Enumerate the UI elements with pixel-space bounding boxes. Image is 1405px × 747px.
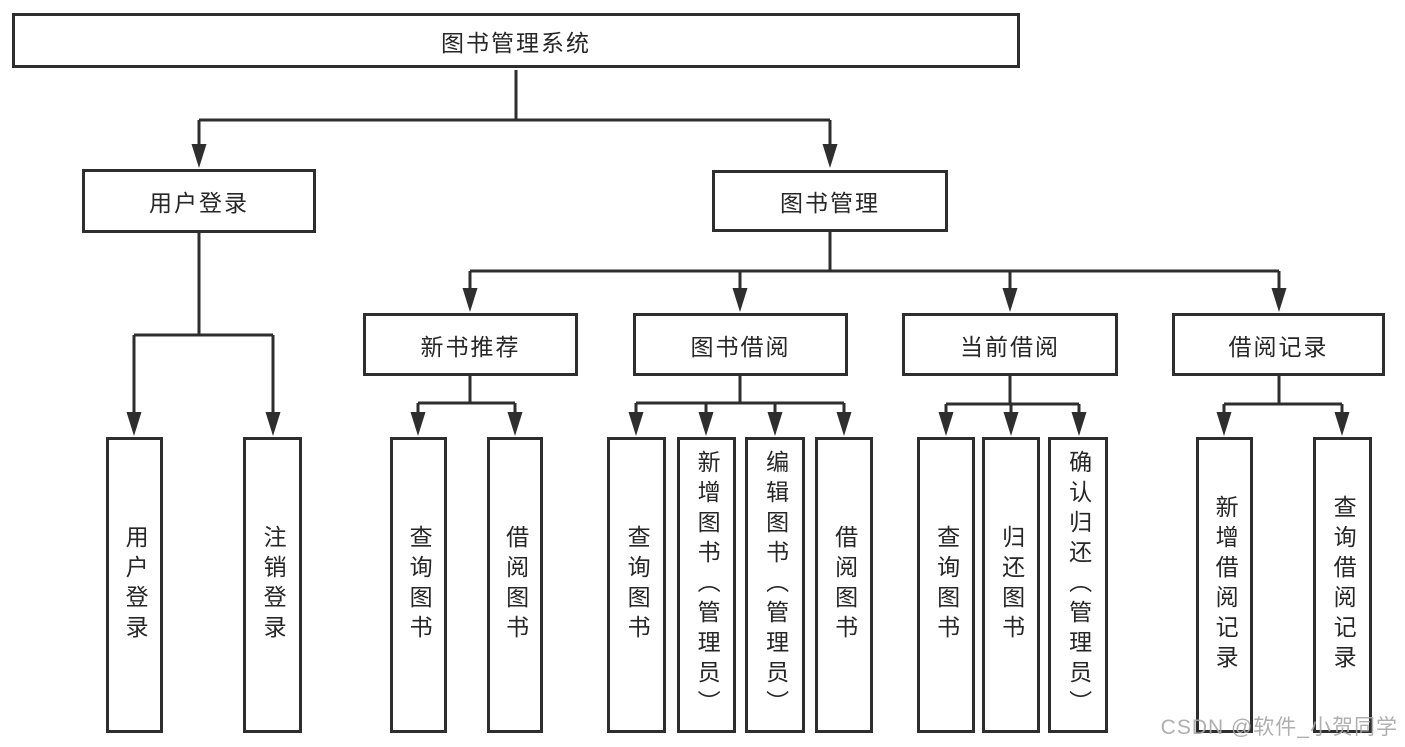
node-leaf-query-books-c: 查询图书 — [917, 437, 975, 733]
node-book-borrow-label: 图书借阅 — [690, 333, 791, 360]
node-current-borrow: 当前借阅 — [902, 313, 1118, 376]
node-leaf-add-books-admin: 新增图书（管理员） — [677, 437, 736, 733]
node-leaf-user-login: 用户登录 — [106, 437, 163, 733]
node-new-book-recommend: 新书推荐 — [363, 313, 578, 376]
node-leaf-return-books-label: 归还图书 — [998, 525, 1025, 645]
node-leaf-borrow-books-a-label: 借阅图书 — [502, 525, 529, 645]
watermark: CSDN @软件_小贺同学 — [1160, 716, 1398, 739]
node-leaf-add-borrow-record-label: 新增借阅记录 — [1212, 495, 1239, 675]
node-borrow-records: 借阅记录 — [1172, 313, 1385, 376]
node-user-login-label: 用户登录 — [149, 190, 249, 216]
node-leaf-query-borrow-record: 查询借阅记录 — [1313, 437, 1372, 733]
node-book-management-label: 图书管理 — [780, 190, 880, 216]
node-leaf-borrow-books-b-label: 借阅图书 — [831, 525, 858, 645]
node-leaf-edit-books-admin: 编辑图书（管理员） — [745, 437, 805, 733]
node-leaf-logout: 注销登录 — [243, 437, 302, 733]
node-root-label: 图书管理系统 — [441, 29, 591, 56]
node-new-book-recommend-label: 新书推荐 — [420, 333, 521, 360]
node-leaf-query-books-a-label: 查询图书 — [406, 525, 433, 645]
node-book-borrow: 图书借阅 — [633, 313, 848, 376]
node-leaf-confirm-return-admin: 确认归还（管理员） — [1048, 437, 1108, 733]
node-root: 图书管理系统 — [12, 13, 1020, 68]
node-leaf-logout-label: 注销登录 — [260, 525, 287, 645]
node-book-management: 图书管理 — [712, 170, 948, 232]
node-borrow-records-label: 借阅记录 — [1228, 333, 1329, 360]
node-current-borrow-label: 当前借阅 — [960, 333, 1060, 360]
node-leaf-confirm-return-admin-label: 确认归还（管理员） — [1065, 450, 1092, 720]
node-leaf-query-books-a: 查询图书 — [390, 437, 447, 733]
node-leaf-query-books-b-label: 查询图书 — [624, 525, 651, 645]
node-leaf-edit-books-admin-label: 编辑图书（管理员） — [762, 450, 789, 720]
node-leaf-return-books: 归还图书 — [982, 437, 1040, 733]
node-user-login: 用户登录 — [82, 169, 316, 233]
node-leaf-query-borrow-record-label: 查询借阅记录 — [1330, 495, 1357, 675]
node-leaf-borrow-books-b: 借阅图书 — [815, 437, 873, 733]
node-leaf-add-books-admin-label: 新增图书（管理员） — [694, 450, 721, 720]
node-leaf-add-borrow-record: 新增借阅记录 — [1196, 437, 1253, 733]
node-leaf-borrow-books-a: 借阅图书 — [487, 437, 543, 733]
node-leaf-query-books-b: 查询图书 — [607, 437, 666, 733]
node-leaf-user-login-label: 用户登录 — [122, 525, 149, 645]
node-leaf-query-books-c-label: 查询图书 — [933, 525, 960, 645]
